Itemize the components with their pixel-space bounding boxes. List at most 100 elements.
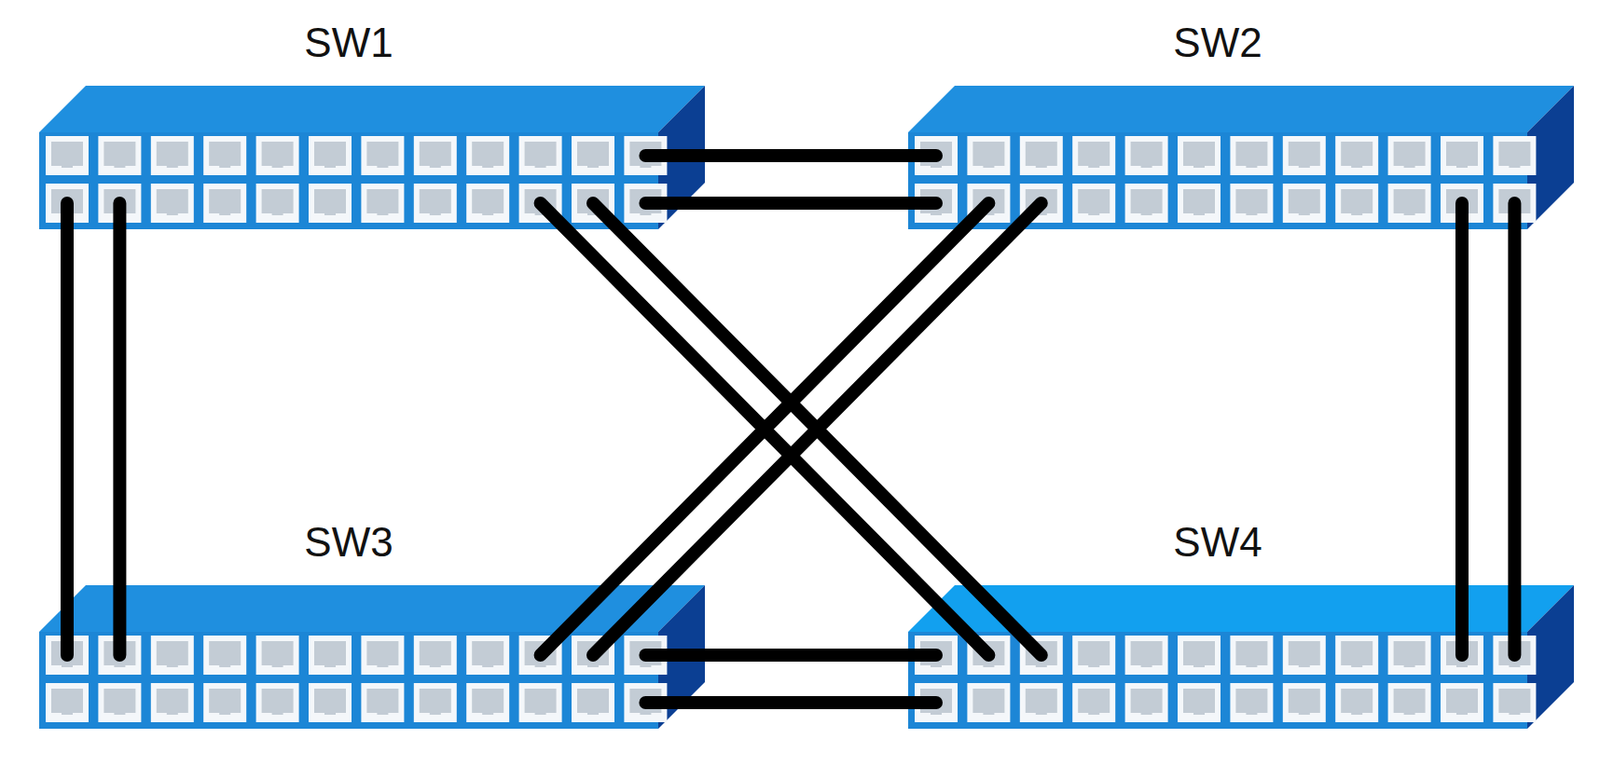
port-socket xyxy=(1183,141,1215,166)
port-notch xyxy=(982,711,994,716)
port-notch xyxy=(113,663,125,668)
switch-label: SW1 xyxy=(1,18,696,68)
port-socket xyxy=(972,689,1005,714)
port-socket xyxy=(419,641,452,666)
port-frame xyxy=(1177,635,1221,676)
port-frame xyxy=(1229,635,1273,676)
port-notch xyxy=(1193,711,1205,716)
port-socket xyxy=(1288,641,1321,666)
port-notch xyxy=(1351,211,1363,216)
switch-label: SW3 xyxy=(1,518,696,567)
port-socket xyxy=(471,641,504,666)
port-socket xyxy=(314,189,346,214)
port-notch xyxy=(166,211,179,216)
port-frame xyxy=(571,683,615,723)
port-frame xyxy=(151,136,194,176)
port-notch xyxy=(219,211,231,216)
port-notch xyxy=(113,711,125,716)
port-frame xyxy=(413,635,457,676)
switch-body xyxy=(39,585,705,730)
port-notch xyxy=(1141,211,1153,216)
port-notch xyxy=(272,663,284,668)
port-socket xyxy=(1235,189,1268,214)
network-cable xyxy=(540,203,990,656)
port-socket xyxy=(1131,689,1163,714)
port-notch xyxy=(1035,663,1048,668)
port-notch xyxy=(1508,663,1520,668)
port-notch xyxy=(324,211,336,216)
port-socket xyxy=(1393,641,1426,666)
port-notch xyxy=(1193,211,1205,216)
switch-top xyxy=(39,85,705,133)
port-frame xyxy=(360,683,404,723)
port-notch xyxy=(587,711,599,716)
port-socket xyxy=(1077,689,1110,714)
port-notch xyxy=(639,164,651,168)
port-frame xyxy=(966,683,1010,723)
port-socket xyxy=(366,189,399,214)
port-notch xyxy=(1298,663,1311,668)
port-notch xyxy=(1404,663,1416,668)
port-frame xyxy=(1125,683,1169,723)
network-switch: SW3 xyxy=(39,632,659,730)
port-frame xyxy=(1282,183,1326,223)
port-notch xyxy=(1245,663,1257,668)
port-notch xyxy=(1035,711,1048,716)
port-frame xyxy=(1388,183,1432,223)
switch-label: SW2 xyxy=(870,18,1565,68)
port-notch xyxy=(429,663,442,668)
port-notch xyxy=(272,164,284,168)
port-socket xyxy=(1288,141,1321,166)
port-notch xyxy=(930,211,942,216)
port-frame xyxy=(1388,683,1432,723)
port-frame xyxy=(413,683,457,723)
network-cable xyxy=(645,648,937,663)
network-cable xyxy=(60,203,74,656)
port-notch xyxy=(1245,211,1257,216)
port-socket xyxy=(419,141,452,166)
port-socket xyxy=(1131,141,1163,166)
port-notch xyxy=(1298,711,1311,716)
port-socket xyxy=(51,689,83,714)
port-socket xyxy=(1288,189,1321,214)
port-socket xyxy=(366,141,399,166)
port-notch xyxy=(376,211,388,216)
network-switch: SW2 xyxy=(908,132,1528,230)
port-socket xyxy=(156,689,189,714)
port-socket xyxy=(51,141,83,166)
network-cable xyxy=(645,196,937,210)
port-notch xyxy=(324,711,336,716)
switch-top xyxy=(908,85,1574,133)
port-frame xyxy=(1282,136,1326,176)
port-socket xyxy=(1393,189,1426,214)
network-cable xyxy=(540,203,990,656)
port-frame xyxy=(1282,683,1326,723)
port-notch xyxy=(982,663,994,668)
port-notch xyxy=(535,711,547,716)
switch-label: SW4 xyxy=(870,518,1565,567)
port-notch xyxy=(1404,211,1416,216)
port-socket xyxy=(156,189,189,214)
port-frame xyxy=(1492,683,1536,723)
port-notch xyxy=(1035,164,1048,168)
port-frame xyxy=(1335,683,1379,723)
port-socket xyxy=(1131,641,1163,666)
port-frame xyxy=(1388,136,1432,176)
port-notch xyxy=(429,164,442,168)
port-socket xyxy=(1498,689,1531,714)
port-notch xyxy=(1351,164,1363,168)
port-socket xyxy=(366,689,399,714)
port-socket xyxy=(972,141,1005,166)
port-socket xyxy=(577,689,609,714)
port-frame xyxy=(966,136,1010,176)
network-cable xyxy=(645,149,937,163)
switch-body xyxy=(908,585,1574,730)
port-notch xyxy=(272,711,284,716)
port-socket xyxy=(1498,141,1531,166)
port-notch xyxy=(324,164,336,168)
port-frame xyxy=(1229,683,1273,723)
switch-front xyxy=(39,132,659,230)
port-notch xyxy=(587,164,599,168)
port-notch xyxy=(1298,164,1311,168)
port-frame xyxy=(519,683,563,723)
